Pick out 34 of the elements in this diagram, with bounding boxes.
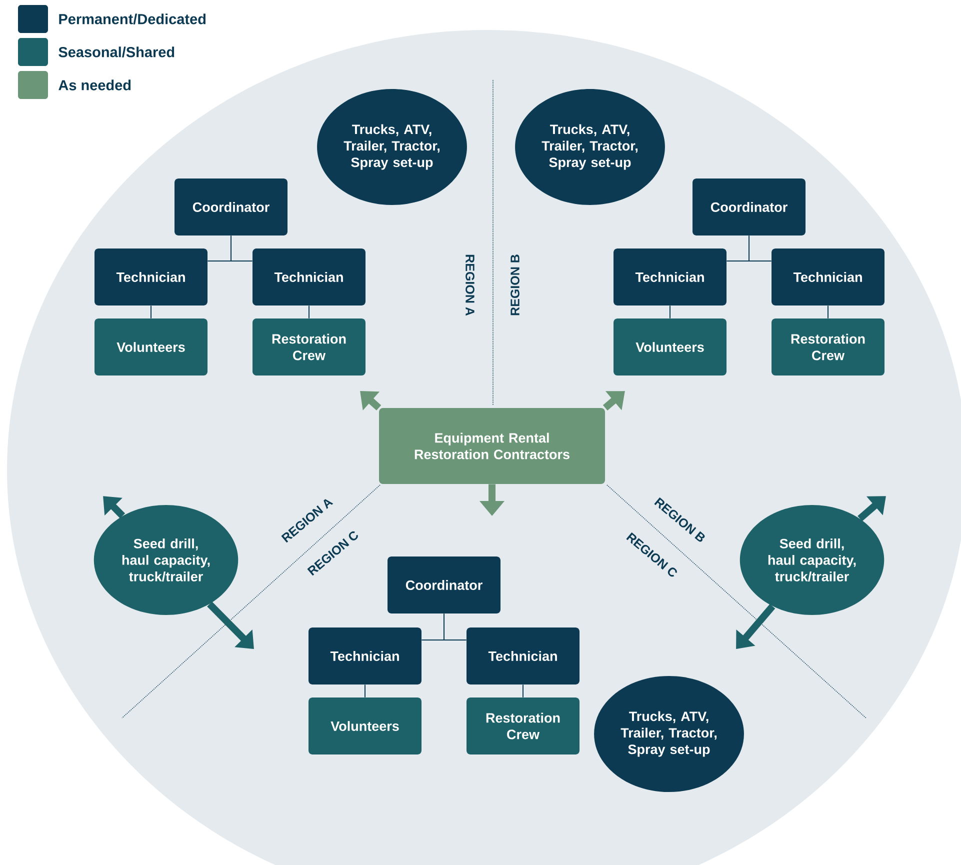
role-box: Volunteers <box>614 318 726 376</box>
connector-line <box>748 235 772 262</box>
arrow <box>207 602 254 649</box>
connector-line <box>522 684 524 698</box>
role-box: Technician <box>308 628 422 684</box>
role-box: Restoration Crew <box>772 318 884 376</box>
role-box: Volunteers <box>94 318 208 376</box>
role-box: Restoration Crew <box>466 698 580 754</box>
role-box: Restoration Crew <box>252 318 366 376</box>
region-label: REGION B <box>510 254 520 316</box>
legend-label: Permanent/Dedicated <box>59 14 206 24</box>
role-box: Coordinator <box>388 556 500 614</box>
arrow <box>103 496 126 518</box>
role-box: Technician <box>94 248 208 306</box>
role-box: Technician <box>772 248 884 306</box>
legend-label: As needed <box>58 80 131 90</box>
region-label: REGION A <box>466 254 474 316</box>
arrow <box>602 391 625 410</box>
connector-line <box>308 305 310 319</box>
role-box: Technician <box>466 628 580 684</box>
connector-line <box>444 613 467 640</box>
connector-line <box>364 684 366 698</box>
role-box: Coordinator <box>174 178 288 236</box>
arrow <box>858 496 886 522</box>
legend-label: Seasonal/Shared <box>58 46 174 58</box>
arrow <box>360 391 382 410</box>
role-box: Coordinator <box>692 178 806 236</box>
role-box: Volunteers <box>308 698 422 754</box>
role-box: Technician <box>614 248 726 306</box>
arrow <box>736 604 776 649</box>
role-box: Technician <box>252 248 366 306</box>
connector-line <box>230 235 253 262</box>
partner-box: Equipment Rental Restoration Contractors <box>379 408 605 484</box>
connector-line <box>150 305 152 319</box>
